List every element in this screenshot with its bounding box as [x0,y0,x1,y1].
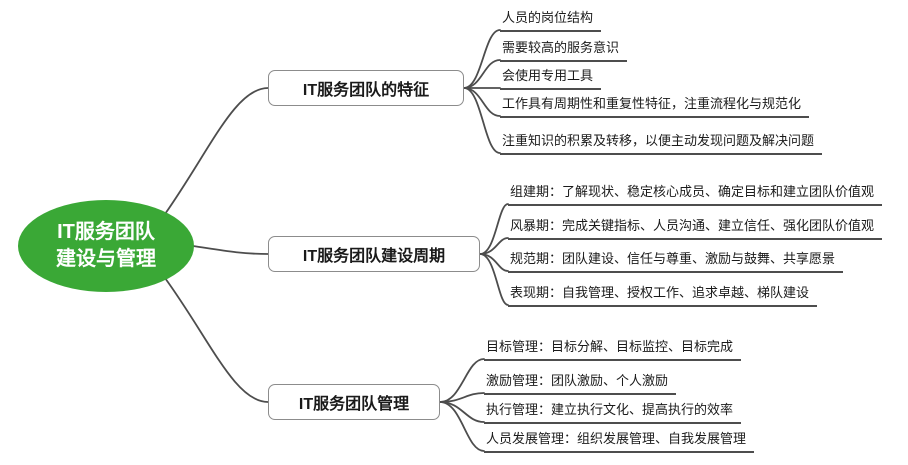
connector-b2-leaf4 [479,253,509,306]
leaf-topic[interactable]: 人员发展管理：组织发展管理、自我发展管理 [484,429,755,453]
leaf-topic[interactable]: 需要较高的服务意识 [500,38,628,62]
connector-b1-leaf4 [463,87,501,117]
connector-b3-leaf1 [439,358,485,403]
connector-b2-leaf3 [479,253,509,272]
leaf-topic[interactable]: 人员的岗位结构 [500,8,602,32]
leaf-topic[interactable]: 目标管理：目标分解、目标监控、目标完成 [484,337,742,361]
branch-node-team-features[interactable]: IT服务团队的特征 [268,70,464,106]
connector-root-branch3 [164,277,269,403]
leaf-topic[interactable]: 会使用专用工具 [500,66,602,90]
connector-b2-leaf1 [479,203,509,255]
connector-b1-leaf5 [463,87,501,154]
leaf-topic[interactable]: 工作具有周期性和重复性特征，注重流程化与规范化 [500,94,810,118]
branch-node-team-management[interactable]: IT服务团队管理 [268,384,440,420]
leaf-topic[interactable]: 执行管理：建立执行文化、提高执行的效率 [484,400,742,424]
connector-b3-leaf4 [439,401,485,452]
leaf-topic[interactable]: 激励管理：团队激励、个人激励 [484,371,677,395]
leaf-topic[interactable]: 组建期：了解现状、稳定核心成员、确定目标和建立团队价值观 [508,182,883,206]
connector-root-branch1 [164,87,269,215]
root-node[interactable]: IT服务团队 建设与管理 [18,200,194,292]
leaf-topic[interactable]: 风暴期：完成关键指标、人员沟通、建立信任、强化团队价值观 [508,216,883,240]
leaf-topic[interactable]: 注重知识的积累及转移，以便主动发现问题及解决问题 [500,131,823,155]
connector-b3-leaf3 [439,401,485,423]
leaf-topic[interactable]: 规范期：团队建设、信任与尊重、激励与鼓舞、共享愿景 [508,249,844,273]
connector-root-branch2 [192,245,269,255]
connector-b2-leaf2 [479,237,509,255]
connector-b1-leaf2 [463,59,501,89]
branch-node-building-cycle[interactable]: IT服务团队建设周期 [268,236,480,272]
connector-b1-leaf1 [463,29,501,89]
leaf-topic[interactable]: 表现期：自我管理、授权工作、追求卓越、梯队建设 [508,283,818,307]
